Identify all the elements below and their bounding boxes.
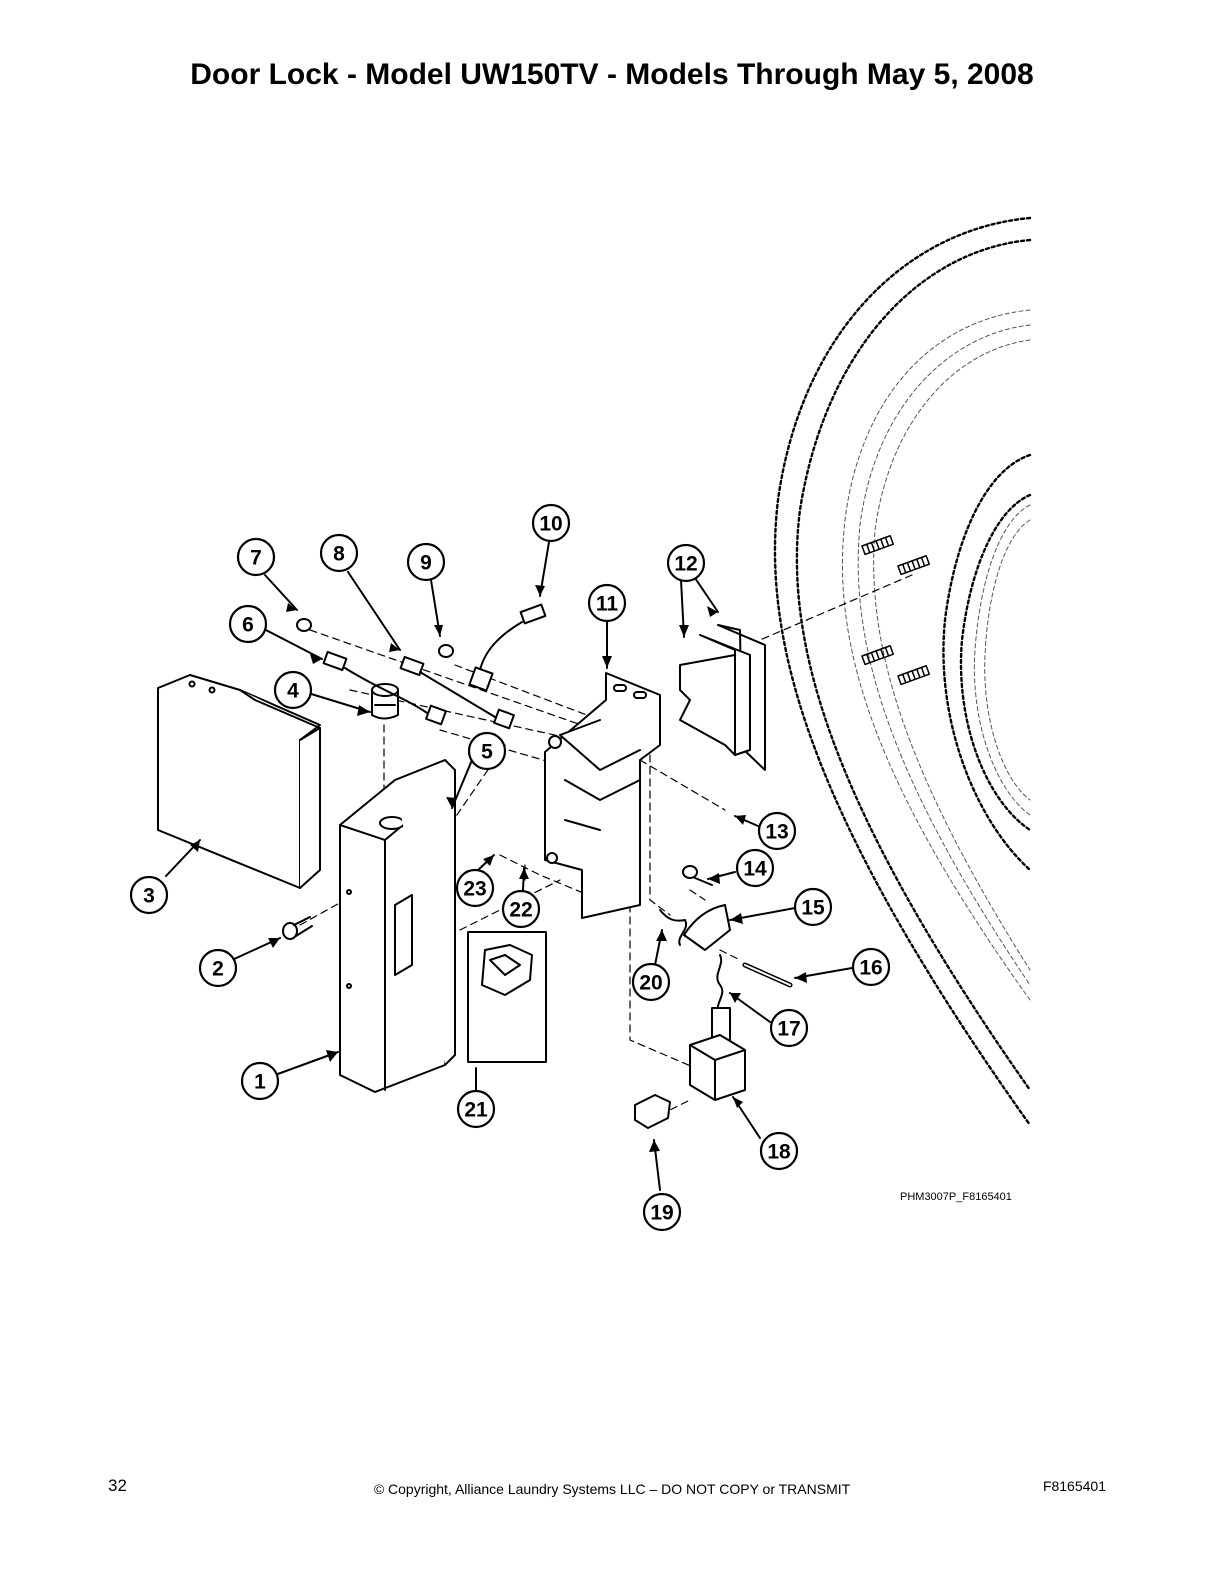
part-18-solenoid bbox=[689, 1007, 746, 1101]
page-title: Door Lock - Model UW150TV - Models Throu… bbox=[190, 58, 1034, 91]
callout-21-label: 21 bbox=[464, 1099, 488, 1122]
callout-1-circle bbox=[240, 1061, 280, 1101]
callout-20-circle bbox=[631, 962, 671, 1002]
callout-13-circle bbox=[757, 811, 797, 851]
callout-5-circle bbox=[467, 731, 507, 771]
callout-22-label: 22 bbox=[509, 899, 532, 922]
callout-23-label: 23 bbox=[463, 878, 486, 901]
drawing-code: PHM3007P_F8165401 bbox=[900, 1191, 1012, 1203]
callout-5-label: 5 bbox=[481, 741, 493, 764]
callout-11-label: 11 bbox=[596, 593, 619, 616]
callout-7-label: 7 bbox=[250, 547, 262, 570]
callout-10-circle bbox=[531, 503, 571, 543]
part-11-bracket bbox=[544, 672, 661, 919]
nuts bbox=[296, 618, 454, 658]
callout-22-circle bbox=[501, 889, 541, 929]
callout-12-label: 12 bbox=[674, 553, 697, 576]
wire-harnesses bbox=[322, 603, 547, 730]
callout-16-circle bbox=[851, 947, 891, 987]
callout-14-label: 14 bbox=[743, 858, 767, 881]
drum-outline bbox=[773, 216, 1032, 1127]
copyright-notice: © Copyright, Alliance Laundry Systems LL… bbox=[373, 1481, 851, 1497]
page-number: 32 bbox=[108, 1476, 127, 1495]
callout-circles bbox=[129, 503, 891, 1232]
callout-9-label: 9 bbox=[420, 552, 432, 575]
callout-1-label: 1 bbox=[254, 1071, 266, 1094]
callout-2-circle bbox=[198, 948, 238, 988]
part-19-connector bbox=[634, 1094, 671, 1129]
part-2-screw bbox=[282, 916, 313, 940]
callout-7-circle bbox=[236, 537, 276, 577]
callout-3-label: 3 bbox=[143, 885, 155, 908]
callout-23-circle bbox=[455, 868, 495, 908]
mounting-studs bbox=[861, 534, 931, 686]
callout-17-label: 17 bbox=[777, 1018, 800, 1041]
callout-4-circle bbox=[273, 670, 313, 710]
callout-4-label: 4 bbox=[287, 680, 299, 703]
callout-18-label: 18 bbox=[767, 1141, 791, 1164]
part-21-inset bbox=[467, 931, 547, 1063]
document-code: F8165401 bbox=[1042, 1478, 1106, 1494]
callout-12-circle bbox=[666, 543, 706, 583]
callout-8-circle bbox=[319, 533, 359, 573]
callout-2-label: 2 bbox=[212, 958, 224, 981]
part-12-plates bbox=[679, 624, 766, 771]
callout-19-label: 19 bbox=[650, 1202, 673, 1225]
callout-numbers: 1 2 3 4 5 6 7 8 9 10 11 12 13 14 15 16 1… bbox=[143, 513, 883, 1225]
callout-16-label: 16 bbox=[859, 957, 882, 980]
drum-inner-lines bbox=[841, 309, 1031, 1001]
callout-15-circle bbox=[793, 887, 833, 927]
callout-18-circle bbox=[759, 1131, 799, 1171]
callout-6-circle bbox=[228, 604, 268, 644]
callout-6-label: 6 bbox=[242, 614, 254, 637]
part-1-housing bbox=[339, 759, 456, 1093]
callout-10-label: 10 bbox=[539, 513, 562, 536]
callout-14-circle bbox=[735, 848, 775, 888]
callout-8-label: 8 bbox=[333, 543, 345, 566]
callout-13-label: 13 bbox=[765, 821, 788, 844]
leader-arrowheads bbox=[190, 585, 807, 1152]
callout-11-circle bbox=[587, 583, 627, 623]
latch-parts bbox=[659, 865, 793, 1046]
callout-3-circle bbox=[129, 875, 169, 915]
part-3-cover bbox=[157, 674, 321, 889]
callout-20-label: 20 bbox=[639, 972, 662, 995]
callout-17-circle bbox=[769, 1008, 809, 1048]
callout-9-circle bbox=[406, 542, 446, 582]
callout-19-circle bbox=[642, 1192, 682, 1232]
callout-21-circle bbox=[456, 1089, 496, 1129]
callout-15-label: 15 bbox=[801, 897, 825, 920]
